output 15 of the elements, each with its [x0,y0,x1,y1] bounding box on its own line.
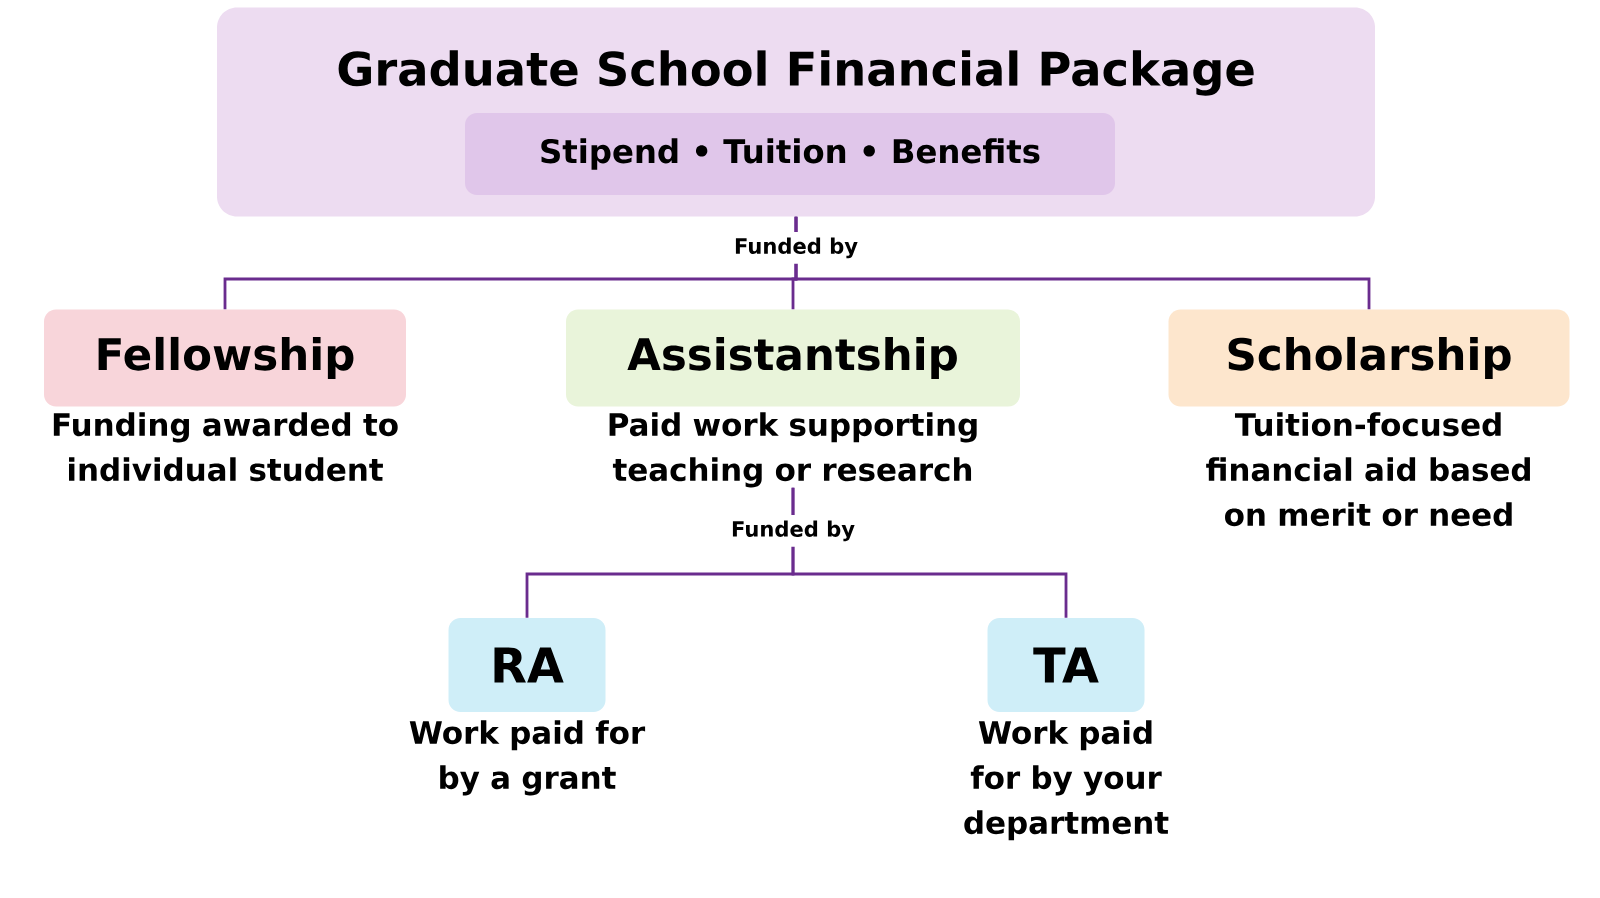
edge-label: Funded by [722,514,864,547]
description-text: Paid work supporting teaching or research [609,412,977,488]
components-band: Stipend • Tuition • Benefits [465,113,1115,195]
description-text: Tuition-focused financial aid based on merit or need [1206,412,1530,527]
description-text: Funding awarded to individual student [53,412,398,482]
role-box: TA [987,618,1145,712]
funding-box: Fellowship [44,309,406,407]
funding-box: Assistantship [566,309,1020,407]
role-box: RA [448,618,606,712]
description-text: Work paid for by your department [964,720,1169,841]
connector-line [794,216,1371,310]
funding-box: Scholarship [1168,309,1570,407]
description-text: Work paid for by a grant [409,720,646,796]
edge-label: Funded by [725,232,867,264]
connector-line [791,487,1068,618]
